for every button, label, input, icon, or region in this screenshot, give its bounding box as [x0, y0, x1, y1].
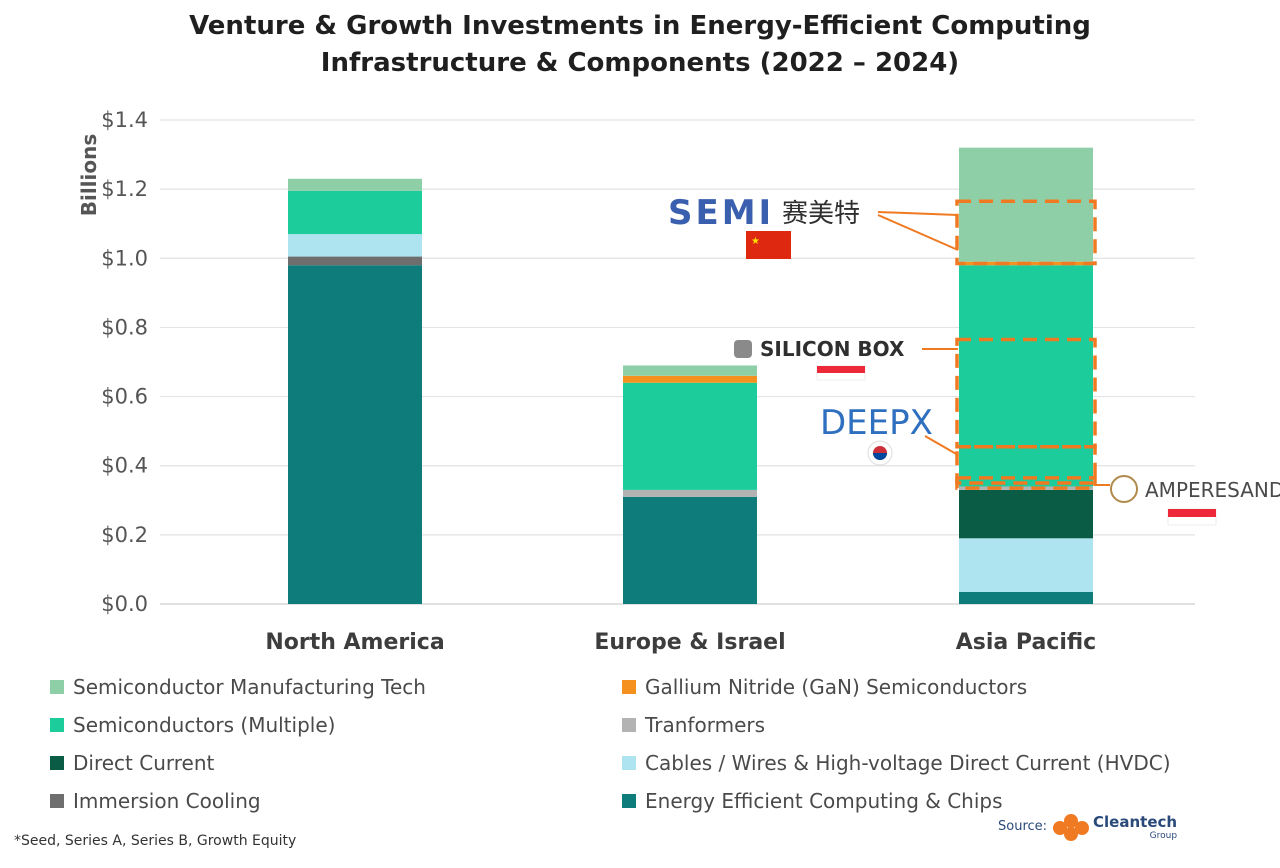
y-axis-label: Billions	[77, 134, 101, 217]
y-tick-label: $1.2	[101, 177, 148, 201]
korea-flag-taegeuk-blue	[873, 453, 887, 460]
semi-chinese-name: 赛美特	[782, 199, 860, 229]
chart-title-line-1: Venture & Growth Investments in Energy-E…	[189, 11, 1091, 41]
highlight-box	[955, 444, 1097, 485]
legend-swatch	[50, 680, 64, 694]
legend-swatch	[50, 756, 64, 770]
legend-swatch	[622, 756, 636, 770]
y-tick-label: $1.4	[101, 108, 148, 132]
bar-segment	[288, 265, 422, 604]
x-category-label: North America	[265, 630, 444, 655]
highlight-boxes	[955, 199, 1097, 490]
bar-segment	[623, 375, 757, 383]
deepx-logo-text: DEEPX	[820, 403, 933, 443]
y-tick-label: $0.4	[101, 454, 148, 478]
legend-label: Cables / Wires & High-voltage Direct Cur…	[645, 751, 1171, 775]
bars	[288, 147, 1093, 604]
highlight-box	[955, 199, 1097, 266]
callout-connector	[877, 214, 959, 251]
legend-label: Immersion Cooling	[73, 789, 261, 813]
legend-item: Gallium Nitride (GaN) Semiconductors	[622, 668, 1242, 706]
source-brand-sub: Group	[1149, 831, 1178, 841]
legend-swatch	[622, 794, 636, 808]
legend-swatch	[50, 718, 64, 732]
legend-swatch	[50, 794, 64, 808]
legend-label: Semiconductor Manufacturing Tech	[73, 675, 426, 699]
legend-swatch	[622, 718, 636, 732]
y-tick-label: $0.0	[101, 592, 148, 616]
bar-segment	[288, 190, 422, 235]
source-brand-name: Cleantech	[1093, 813, 1178, 831]
y-tick-label: $0.6	[101, 385, 148, 409]
amperesand-logo-icon	[1110, 475, 1138, 503]
chart-title: Venture & Growth Investments in Energy-E…	[0, 8, 1280, 82]
china-flag-star: ★	[751, 236, 760, 247]
legend-item: Immersion Cooling	[50, 782, 622, 820]
bar-segment	[623, 496, 757, 604]
bar-segment	[623, 489, 757, 497]
x-category-label: Europe & Israel	[594, 630, 785, 655]
y-tick-label: $0.2	[101, 523, 148, 547]
callout-connector	[877, 211, 959, 216]
bar-segment	[959, 265, 1093, 487]
silicon-box-logo-icon	[734, 340, 752, 358]
legend-swatch	[622, 680, 636, 694]
legend-label: Direct Current	[73, 751, 215, 775]
y-tick-label: $0.8	[101, 315, 148, 339]
legend-item: Tranformers	[622, 706, 1242, 744]
source-credit: Source: Cleantech Group	[998, 812, 1177, 841]
singapore-flag-red-band	[817, 366, 865, 373]
x-category-label: Asia Pacific	[956, 630, 1096, 655]
bar-segment	[623, 365, 757, 376]
callout-connector	[924, 435, 959, 456]
cleantech-logo-icon	[1053, 813, 1093, 841]
bar-segment	[623, 382, 757, 490]
bar-segment	[959, 486, 1093, 490]
legend-label: Tranformers	[645, 713, 766, 737]
highlight-box	[955, 476, 1097, 490]
legend-label: Gallium Nitride (GaN) Semiconductors	[645, 675, 1028, 699]
bar-segment	[959, 489, 1093, 539]
legend-item: Semiconductor Manufacturing Tech	[50, 668, 622, 706]
legend-item: Energy Efficient Computing & Chips	[622, 782, 1242, 820]
amperesand-name: AMPERESAND	[1145, 478, 1280, 502]
silicon-box-name: SILICON BOX	[760, 337, 905, 361]
chart-legend: Semiconductor Manufacturing Tech Gallium …	[50, 668, 1250, 820]
source-label: Source:	[998, 819, 1048, 834]
china-flag-icon	[746, 231, 791, 259]
source-brand: Cleantech Group	[1093, 812, 1178, 842]
axes: $0.0 $0.2 $0.4 $0.6 $0.8 $1.0 $1.2 $1.4Billions…	[77, 108, 1096, 655]
legend-item: Semiconductors (Multiple)	[50, 706, 622, 744]
legend-item: Direct Current	[50, 744, 622, 782]
bar-segment	[959, 591, 1093, 604]
bar-segment	[288, 178, 422, 191]
bar-segment	[959, 147, 1093, 262]
company-callouts: SEMI 赛美特 ★ SILICON BOX DEEPX AMPERESAND	[668, 193, 1280, 526]
bar-segment	[959, 538, 1093, 592]
legend-label: Semiconductors (Multiple)	[73, 713, 336, 737]
bar-segment	[288, 234, 422, 257]
footnote: *Seed, Series A, Series B, Growth Equity	[14, 833, 297, 849]
bar-segment	[288, 256, 422, 266]
chart-title-line-2: Infrastructure & Components (2022 – 2024…	[320, 48, 960, 78]
legend-label: Energy Efficient Computing & Chips	[645, 789, 1003, 813]
y-tick-label: $1.0	[101, 246, 148, 270]
legend-item: Cables / Wires & High-voltage Direct Cur…	[622, 744, 1242, 782]
semi-logo-text: SEMI	[668, 193, 774, 233]
singapore-flag-red-band	[1168, 509, 1216, 517]
